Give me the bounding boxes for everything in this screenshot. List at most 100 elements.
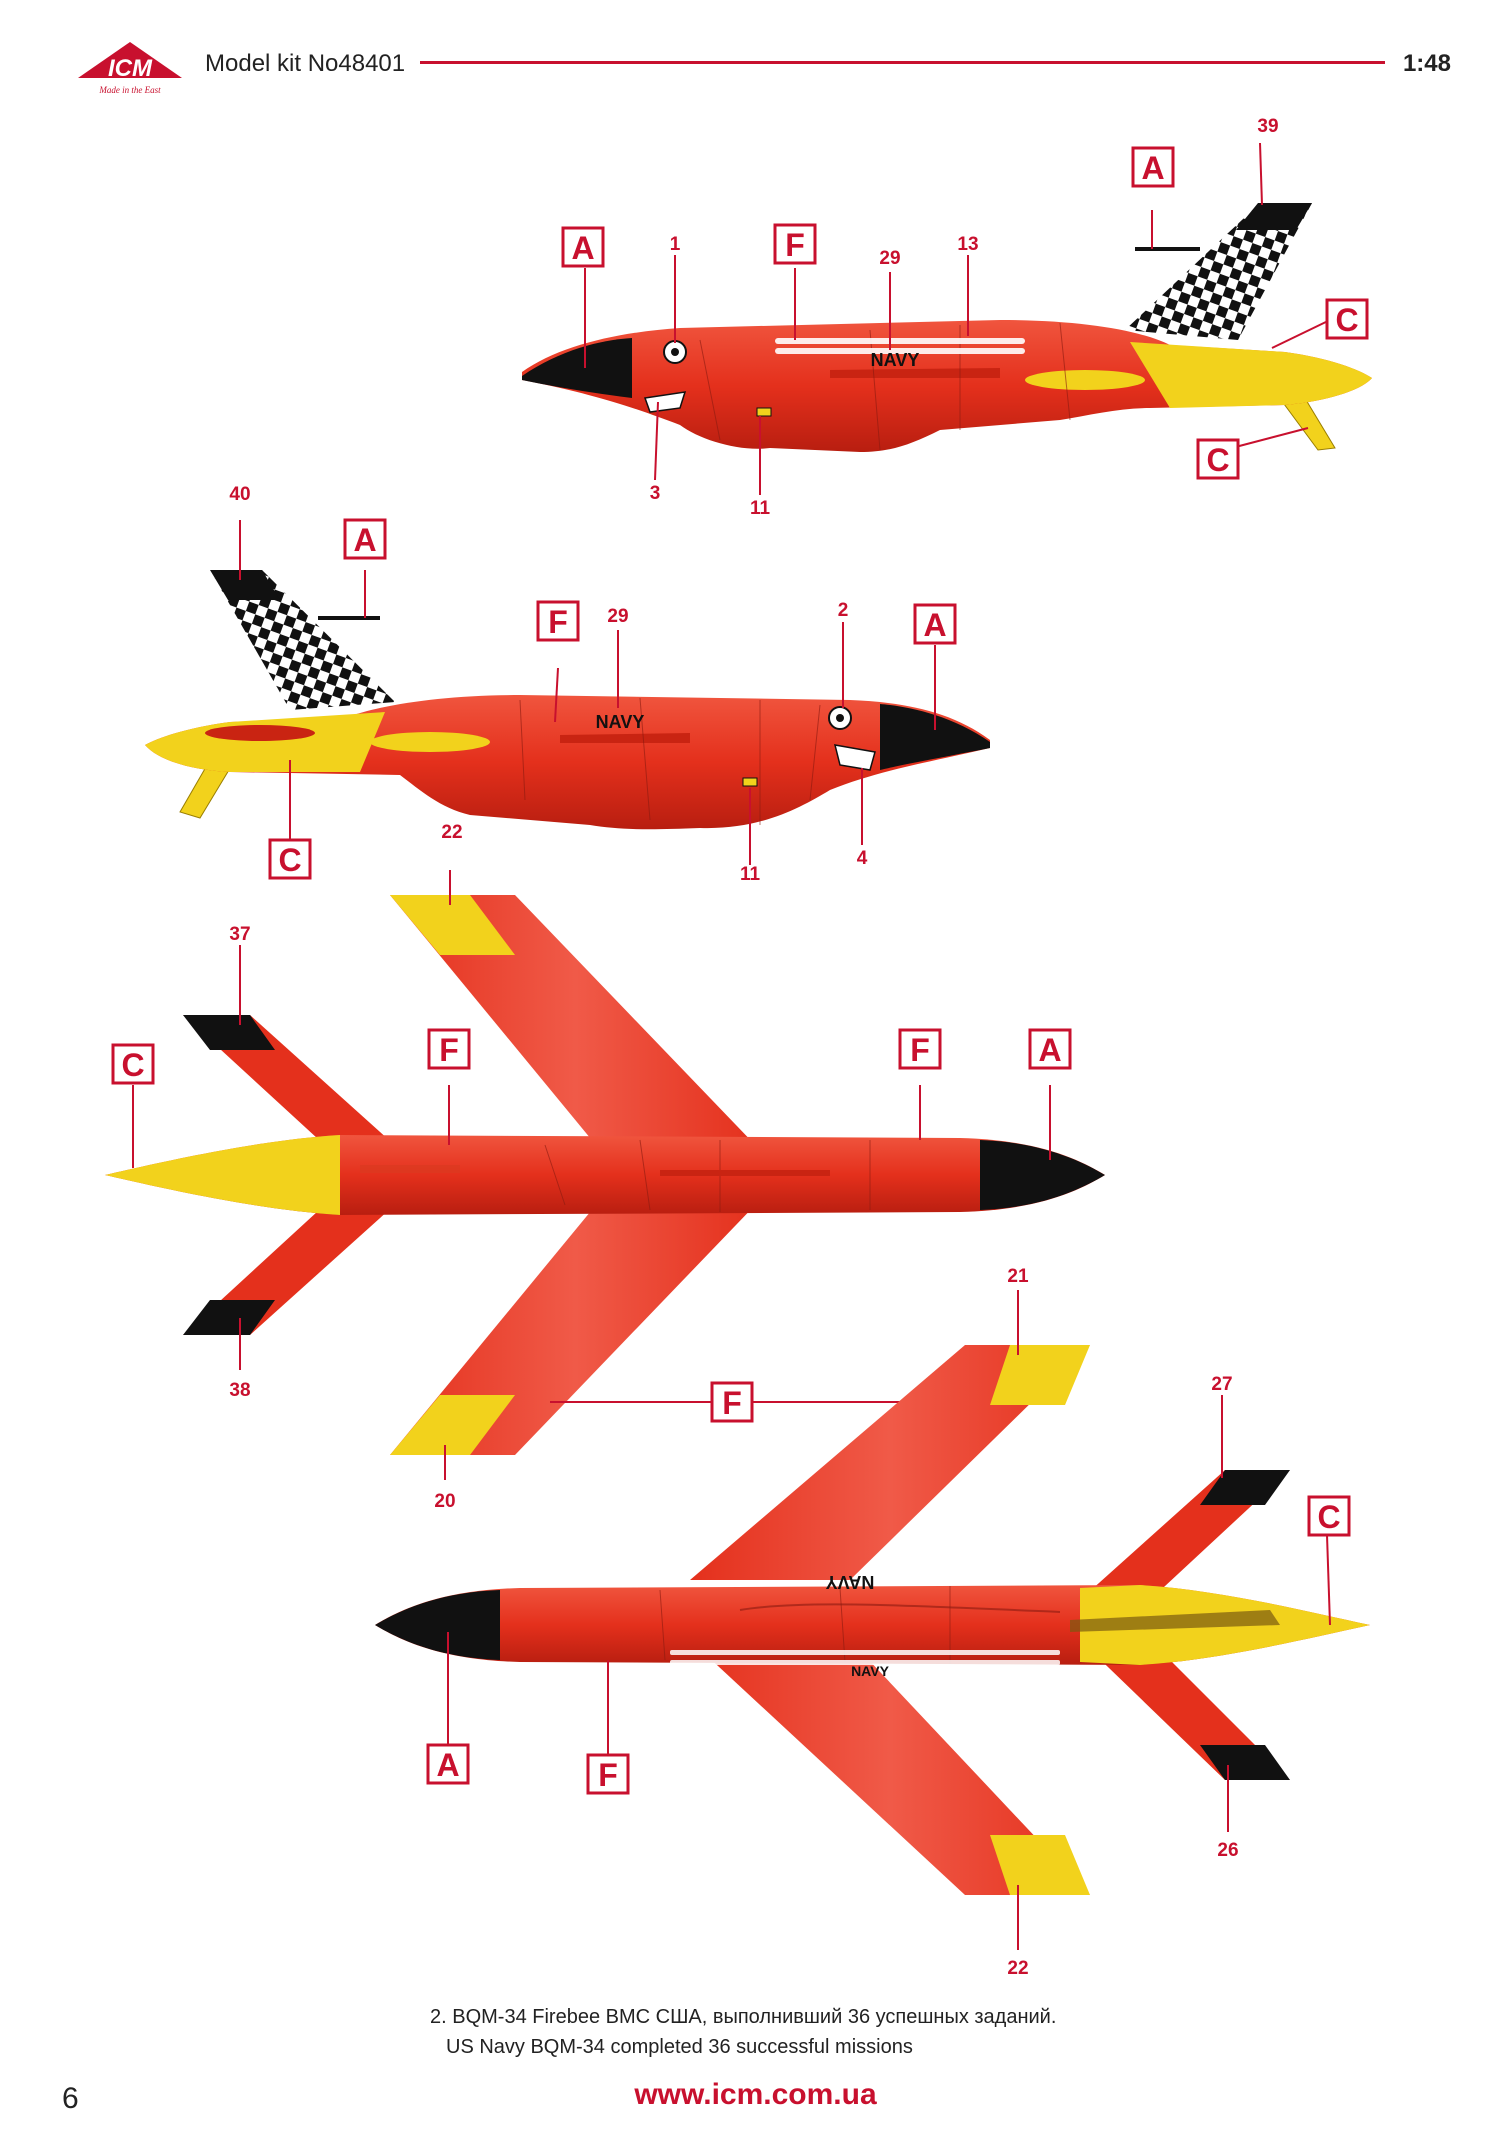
- decal-21: 21: [1007, 1266, 1029, 1287]
- svg-text:F: F: [439, 1032, 459, 1068]
- decal-1: 1: [670, 234, 681, 255]
- decal-26: 26: [1217, 1840, 1238, 1861]
- svg-text:ICM: ICM: [108, 55, 153, 82]
- wing-tip-yellow: [370, 732, 490, 752]
- callout-C: C: [111, 1043, 155, 1085]
- stabilizer-tip-black: [183, 1300, 275, 1335]
- caption-english: US Navy BQM-34 completed 36 successful m…: [446, 2036, 913, 2058]
- decal-29: 29: [607, 606, 628, 627]
- decal-37: 37: [229, 924, 250, 945]
- svg-text:A: A: [1038, 1032, 1061, 1068]
- stabilizer-tip-black: [1200, 1470, 1290, 1505]
- mission-markings: [775, 338, 1025, 354]
- callout-A: A: [426, 1743, 470, 1785]
- fuselage-red: [105, 1135, 1105, 1215]
- svg-text:F: F: [722, 1385, 742, 1421]
- shark-teeth-decal: [643, 391, 687, 413]
- icm-logo-mark: ICM Made in the East: [78, 42, 182, 95]
- caption-russian: 2. BQM-34 Firebee ВМС США, выполнивший 3…: [430, 2006, 1057, 2028]
- mission-markings: [670, 1650, 1060, 1655]
- stabilizer-tip-black: [1200, 1745, 1290, 1780]
- nose-cone-black: [880, 704, 990, 770]
- svg-text:C: C: [278, 842, 301, 878]
- wing-upper: [390, 895, 760, 1150]
- decal-11: 11: [740, 864, 761, 885]
- callout-F: F: [536, 600, 580, 642]
- callout-F-nose: F: [898, 1028, 942, 1070]
- fin-tip-black: [1236, 203, 1312, 230]
- callout-A-nose: A: [561, 226, 605, 268]
- navy-decal: NAVY: [851, 1663, 890, 1679]
- tail-fin-checker: [210, 570, 395, 710]
- scheme-caption: 2. BQM-34 Firebee ВМС США, выполнивший 3…: [430, 2002, 1056, 2062]
- svg-text:Made in the East: Made in the East: [98, 85, 161, 95]
- wing-tip-yellow: [990, 1345, 1090, 1405]
- svg-text:F: F: [548, 604, 568, 640]
- decal-22: 22: [441, 822, 462, 843]
- decal-11: 11: [750, 498, 771, 519]
- wing-tip-yellow: [1025, 370, 1145, 390]
- wing-lower: [690, 1640, 1090, 1895]
- top-view: C F F A 22 37 38 20: [105, 822, 1105, 1512]
- svg-text:A: A: [571, 230, 594, 266]
- tail-fin-checker: [1125, 203, 1312, 340]
- tail-cone-yellow: [1130, 342, 1372, 408]
- svg-text:C: C: [1317, 1499, 1340, 1535]
- decal-27: 27: [1211, 1374, 1232, 1395]
- callout-A-antenna: A: [1131, 146, 1175, 188]
- decal-3: 3: [650, 483, 661, 504]
- decal-2: 2: [838, 600, 849, 621]
- header-rule: [420, 61, 1385, 64]
- callout-A-nose: A: [913, 603, 957, 645]
- decal-39: 39: [1257, 116, 1278, 137]
- wing-tip-yellow: [390, 1395, 515, 1455]
- kit-title: Model kit No48401: [205, 50, 406, 77]
- svg-text:A: A: [923, 607, 946, 643]
- decal-40: 40: [229, 484, 250, 505]
- nose-cone-black: [522, 338, 632, 398]
- side-view-left: NAVY A F A C 40 29 2 11 4: [145, 484, 990, 885]
- svg-text:F: F: [910, 1032, 930, 1068]
- nose-cone-black: [375, 1590, 500, 1660]
- wing-tip-yellow: [990, 1835, 1090, 1895]
- page-number: 6: [62, 2082, 79, 2115]
- wing-lower: [390, 1200, 760, 1455]
- tail-cone-yellow: [145, 712, 385, 772]
- decal-38: 38: [229, 1380, 250, 1401]
- icm-logo: ICM Made in the East: [70, 38, 190, 108]
- callout-C-tail: C: [1325, 298, 1369, 340]
- navy-decal: NAVY: [596, 712, 645, 732]
- navy-decal: NAVY: [871, 350, 920, 370]
- svg-text:C: C: [121, 1047, 144, 1083]
- callout-F: F: [773, 223, 817, 265]
- svg-text:A: A: [353, 522, 376, 558]
- stabilizer-tip-black: [183, 1015, 275, 1050]
- callout-F-tail: F: [427, 1028, 471, 1070]
- svg-text:A: A: [1141, 150, 1164, 186]
- decal-13: 13: [957, 234, 978, 255]
- callout-A-antenna: A: [343, 518, 387, 560]
- decal-20: 20: [434, 1491, 455, 1512]
- callout-F: F: [586, 1753, 630, 1795]
- callout-C-ventral: C: [1196, 438, 1240, 480]
- svg-text:C: C: [1335, 302, 1358, 338]
- decal-4: 4: [857, 848, 868, 869]
- navy-decal-inverted: NAVY: [826, 1572, 875, 1592]
- bottom-view: NAVY NAVY 21 27 C A F 26 22: [375, 1266, 1370, 1979]
- callout-C: C: [268, 838, 312, 880]
- website-link[interactable]: www.icm.com.ua: [634, 2078, 877, 2111]
- svg-text:A: A: [436, 1747, 459, 1783]
- svg-text:C: C: [1206, 442, 1229, 478]
- svg-text:F: F: [598, 1757, 618, 1793]
- wing-upper: [690, 1345, 1090, 1580]
- nose-cone-black: [980, 1140, 1105, 1210]
- tail-cone-yellow: [105, 1135, 340, 1215]
- callout-A: A: [1028, 1028, 1072, 1070]
- decal-22: 22: [1007, 1958, 1028, 1979]
- shark-teeth-decal: [833, 744, 876, 771]
- kit-scale: 1:48: [1402, 50, 1451, 77]
- wing-tip-yellow: [390, 895, 515, 955]
- side-view-right: NAVY A F A C C 1 29 13 39 3 11: [522, 116, 1372, 519]
- shared-F-callout: F: [550, 1381, 920, 1423]
